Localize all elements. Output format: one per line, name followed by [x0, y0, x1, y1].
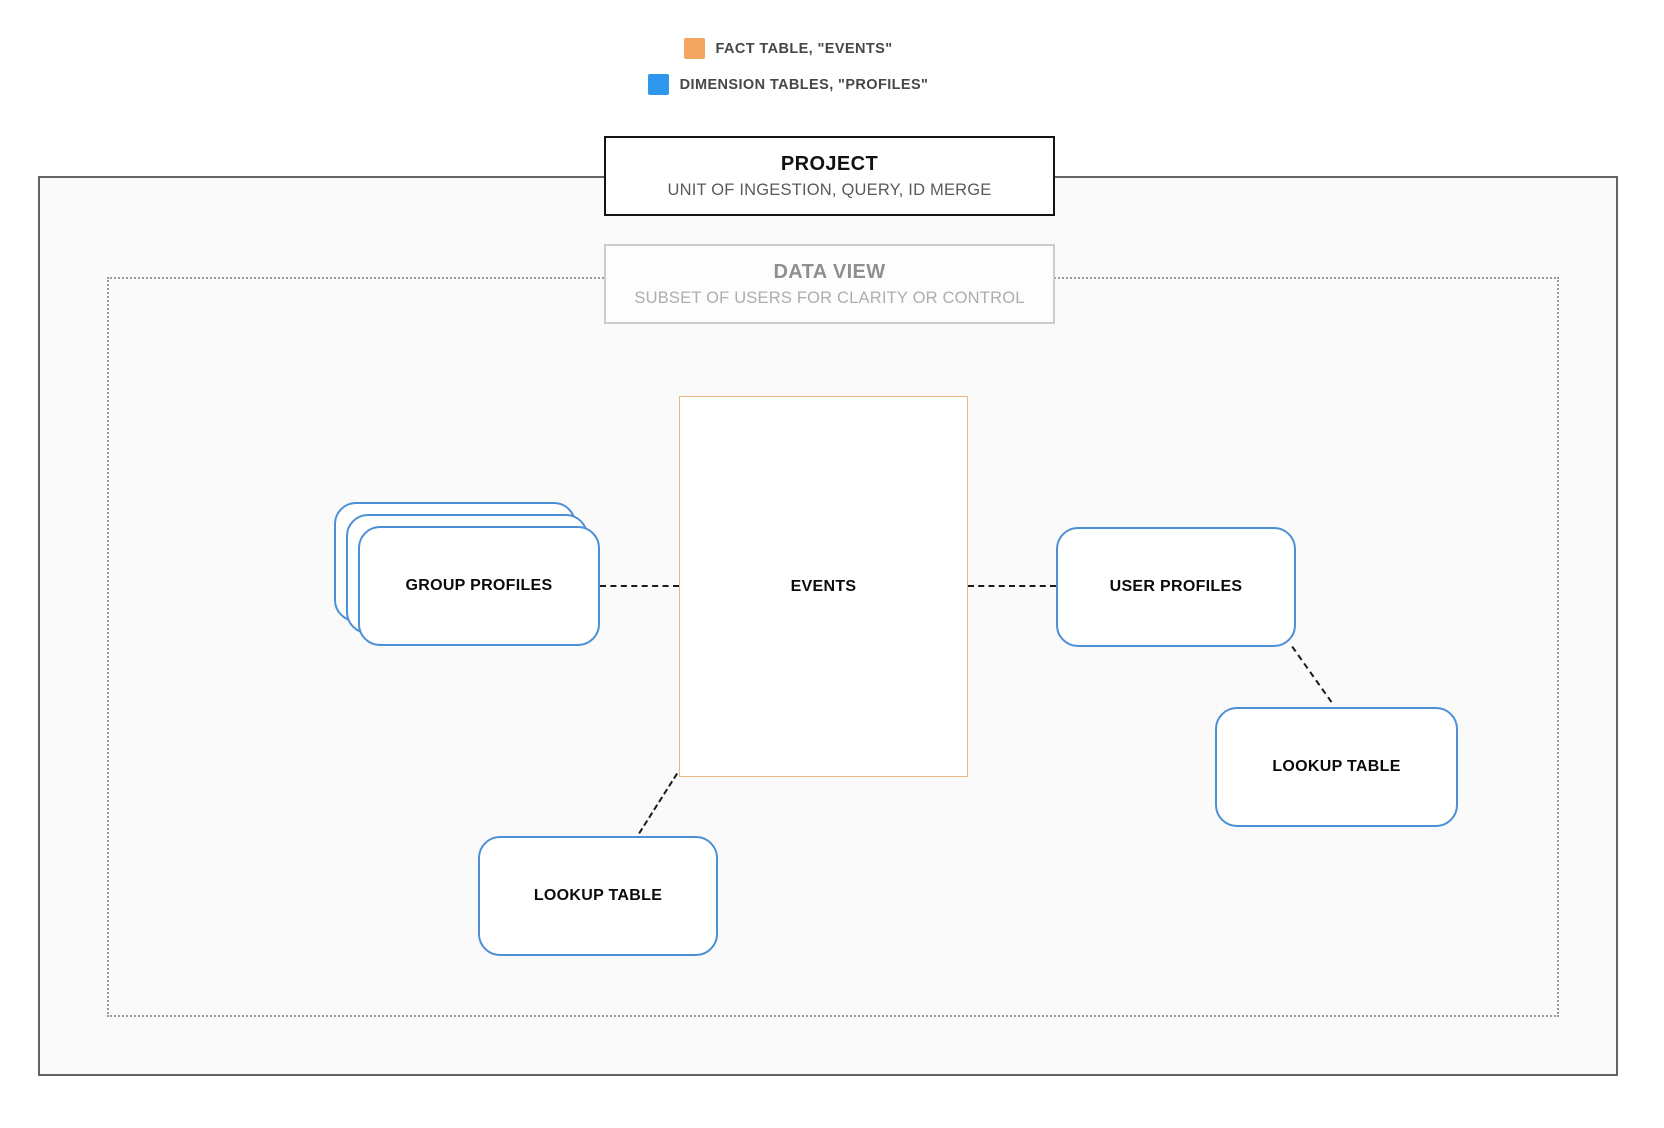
user-profiles-node: USER PROFILES	[1056, 527, 1296, 647]
edge-group-profiles-events	[600, 585, 679, 587]
project-subtitle: UNIT OF INGESTION, QUERY, ID MERGE	[667, 180, 992, 199]
events-node: EVENTS	[679, 396, 968, 777]
legend-label-fact-table: FACT TABLE, "EVENTS"	[715, 40, 893, 57]
lookup-table-right-node-label: LOOKUP TABLE	[1272, 758, 1401, 775]
legend-item-fact-table: FACT TABLE, "EVENTS"	[683, 38, 893, 59]
user-profiles-node-label: USER PROFILES	[1109, 578, 1243, 595]
legend: FACT TABLE, "EVENTS" DIMENSION TABLES, "…	[0, 38, 1576, 95]
legend-item-dimension-tables: DIMENSION TABLES, "PROFILES"	[647, 74, 929, 95]
lookup-table-right-node: LOOKUP TABLE	[1215, 707, 1458, 827]
project-title: PROJECT	[780, 152, 879, 175]
events-node-label: EVENTS	[790, 577, 857, 595]
legend-label-dimension-tables: DIMENSION TABLES, "PROFILES"	[679, 76, 929, 93]
project-box: PROJECT UNIT OF INGESTION, QUERY, ID MER…	[604, 136, 1055, 216]
dimension-tables-swatch-icon	[647, 74, 669, 95]
fact-table-swatch-icon	[683, 38, 705, 59]
lookup-table-left-node-label: LOOKUP TABLE	[533, 887, 663, 904]
edge-events-user-profiles	[968, 585, 1056, 587]
data-view-title: DATA VIEW	[773, 260, 886, 283]
group-profiles-node: GROUP PROFILES	[358, 526, 600, 646]
lookup-table-left-node: LOOKUP TABLE	[478, 836, 718, 956]
data-view-box: DATA VIEW SUBSET OF USERS FOR CLARITY OR…	[604, 244, 1055, 324]
data-view-subtitle: SUBSET OF USERS FOR CLARITY OR CONTROL	[634, 288, 1025, 307]
group-profiles-node-label: GROUP PROFILES	[405, 577, 553, 594]
